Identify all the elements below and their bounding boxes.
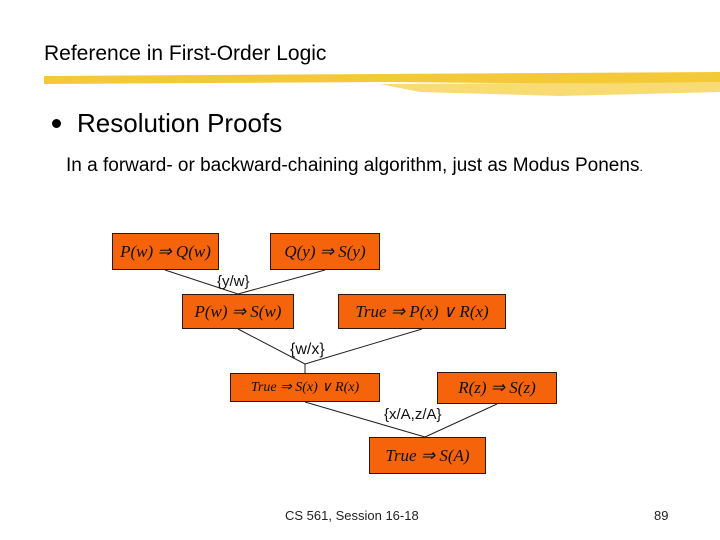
clause-box-3: P(w) ⇒ S(w) <box>182 294 294 329</box>
clause-box-1: P(w) ⇒ Q(w) <box>112 233 219 270</box>
bullet-dot-icon <box>52 119 61 128</box>
substitution-label-1: {y/w} <box>217 273 250 290</box>
slide-title: Reference in First-Order Logic <box>44 42 327 65</box>
subtext: In a forward- or backward-chaining algor… <box>66 155 643 177</box>
bullet-item: Resolution Proofs <box>52 108 282 139</box>
subtext-end: . <box>639 160 643 174</box>
subtext-main: In a forward- or backward-chaining algor… <box>66 155 640 176</box>
title-underline <box>44 72 720 96</box>
substitution-label-3: {x/A,z/A} <box>384 406 442 423</box>
clause-box-6: R(z) ⇒ S(z) <box>437 372 557 404</box>
clause-box-7: True ⇒ S(A) <box>369 437 486 474</box>
bullet-text: Resolution Proofs <box>77 108 283 138</box>
page-number: 89 <box>654 508 669 523</box>
clause-box-4: True ⇒ P(x) ∨ R(x) <box>338 294 506 329</box>
clause-box-5: True ⇒ S(x) ∨ R(x) <box>230 373 380 402</box>
substitution-label-2: {w/x} <box>290 341 325 358</box>
footer-course: CS 561, Session 16-18 <box>285 508 419 523</box>
clause-box-2: Q(y) ⇒ S(y) <box>270 233 380 270</box>
